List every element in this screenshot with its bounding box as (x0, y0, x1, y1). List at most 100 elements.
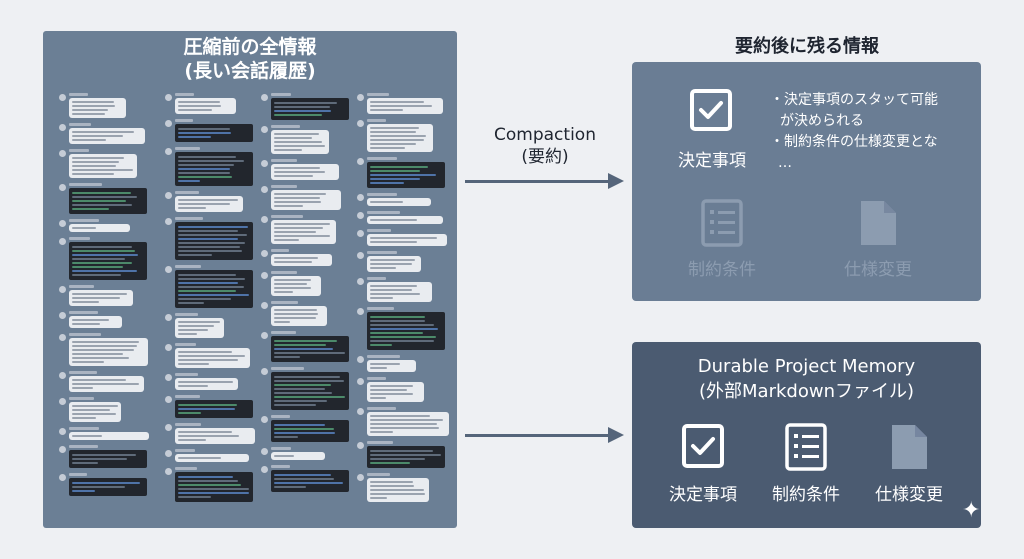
code-block (271, 336, 349, 362)
memory-title: Durable Project Memory (外部Markdownファイル) (632, 354, 981, 404)
avatar (165, 344, 172, 351)
avatar (59, 428, 66, 435)
avatar (357, 408, 364, 415)
code-block (175, 124, 253, 142)
avatar (59, 474, 66, 481)
chat-message (59, 397, 147, 422)
message-bubble (175, 378, 238, 390)
avatar (165, 192, 172, 199)
checkbox-icon (688, 87, 734, 137)
message-bubble (175, 318, 224, 338)
avatar (165, 374, 172, 381)
sparkle-icon: ✦ (962, 498, 981, 523)
avatar (59, 238, 66, 245)
avatar (165, 266, 172, 273)
message-bubble (69, 376, 144, 392)
chat-message (261, 415, 349, 442)
message-bubble (367, 360, 416, 372)
avatar (357, 194, 364, 201)
compaction-label-line1: Compaction (494, 125, 596, 145)
message-bubble (175, 98, 237, 114)
avatar (165, 218, 172, 225)
message-bubble (367, 234, 448, 246)
avatar (261, 126, 268, 133)
chat-message (59, 219, 147, 232)
chat-message (357, 473, 445, 502)
avatar (357, 94, 364, 101)
avatar (59, 220, 66, 227)
chat-message (59, 333, 148, 366)
avatar (357, 120, 364, 127)
code-block (271, 98, 349, 120)
chat-message (59, 237, 147, 280)
summary-bullets: ・決定事項のスタッて可能 が決められる ・制約条件の仕様変更とな … (770, 90, 975, 174)
code-block (367, 162, 445, 188)
chat-message (165, 191, 253, 212)
chat-message (357, 157, 445, 188)
avatar (165, 424, 172, 431)
avatar (165, 468, 172, 475)
summary-bullet-3: … (778, 155, 792, 171)
avatar (357, 356, 364, 363)
code-block (175, 472, 253, 502)
avatar (59, 124, 66, 131)
message-bubble (271, 306, 327, 326)
summary-spec-label: 仕様変更 (844, 260, 912, 280)
chat-message (261, 159, 349, 180)
summary-bullet-2: ・制約条件の仕様変更とな (770, 134, 938, 150)
chat-message (357, 407, 449, 436)
code-block (69, 242, 147, 280)
chat-message (357, 277, 445, 302)
chat-message (357, 355, 445, 372)
message-bubble (69, 338, 148, 366)
message-bubble (271, 220, 336, 244)
message-bubble (367, 198, 431, 206)
chat-message (165, 265, 253, 308)
avatar (59, 446, 66, 453)
avatar (59, 398, 66, 405)
avatar (165, 396, 172, 403)
message-bubble (175, 454, 249, 462)
chat-column-3 (261, 93, 349, 497)
summary-bullet-1-line2: が決められる (780, 113, 864, 129)
chat-message (59, 183, 147, 214)
avatar (357, 378, 364, 385)
code-block (69, 478, 147, 496)
chat-message (165, 147, 253, 186)
message-bubble (367, 256, 422, 272)
chat-message (165, 395, 253, 418)
code-block (367, 446, 445, 468)
summary-decision-label: 決定事項 (678, 151, 746, 171)
compaction-label-line2: (要約) (521, 147, 569, 167)
message-bubble (271, 452, 325, 460)
avatar (357, 212, 364, 219)
code-block (367, 312, 445, 350)
avatar (59, 334, 66, 341)
avatar (165, 148, 172, 155)
document-icon (888, 422, 930, 476)
chat-message (261, 331, 349, 362)
code-block (69, 450, 147, 468)
message-bubble (175, 428, 256, 444)
chat-message (165, 343, 253, 368)
code-block (175, 222, 253, 260)
avatar (357, 308, 364, 315)
chat-message (261, 125, 349, 154)
message-bubble (69, 290, 133, 306)
message-bubble (271, 254, 332, 266)
message-bubble (69, 316, 122, 328)
avatar (261, 448, 268, 455)
chat-message (165, 93, 253, 114)
memory-title-line1: Durable Project Memory (697, 356, 916, 377)
message-bubble (271, 276, 322, 296)
summary-constraint-label: 制約条件 (688, 260, 756, 280)
message-bubble (271, 190, 341, 210)
chat-message (357, 119, 445, 152)
avatar (261, 466, 268, 473)
avatar (357, 474, 364, 481)
chat-message (357, 307, 445, 350)
chat-message (165, 467, 253, 502)
chat-message (357, 377, 445, 402)
code-block (271, 420, 349, 442)
chat-message (165, 449, 253, 462)
